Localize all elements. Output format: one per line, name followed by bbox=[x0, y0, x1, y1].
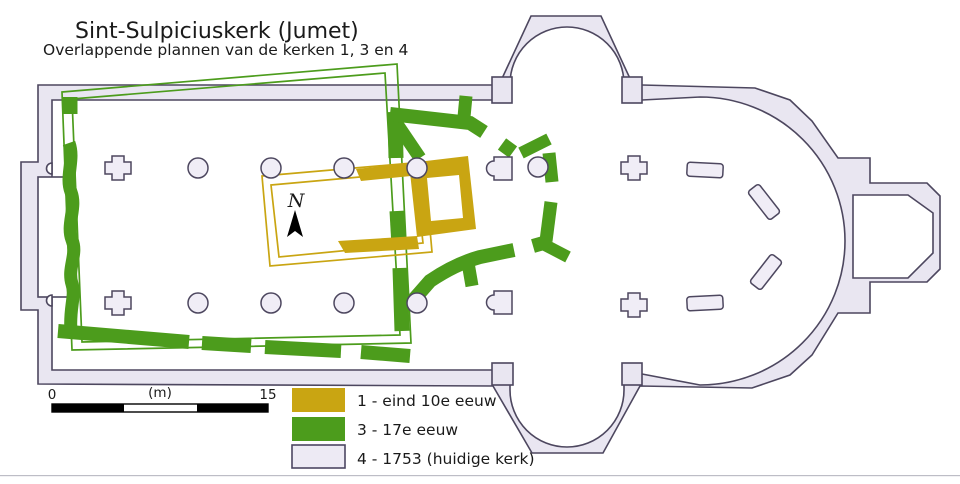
chapel-base-piers bbox=[491, 76, 643, 386]
round-column bbox=[260, 157, 282, 179]
scale-bar-segment bbox=[52, 404, 124, 412]
church3-choir-east-wall-seg bbox=[539, 201, 558, 242]
arch-pier-with-respond bbox=[485, 156, 513, 181]
church3-south-wall-seg bbox=[360, 345, 411, 363]
chapel-pier bbox=[491, 362, 514, 386]
cruciform-pier bbox=[620, 155, 648, 181]
cruciform-pier bbox=[104, 155, 132, 181]
columns-fill bbox=[104, 155, 783, 318]
legend-swatch-church3 bbox=[292, 417, 345, 441]
round-column bbox=[187, 157, 209, 179]
chapel-pier bbox=[621, 362, 643, 386]
church3-west-wall bbox=[62, 140, 81, 332]
church3-choir-south-wall bbox=[403, 243, 516, 310]
church1-south-wall bbox=[338, 236, 419, 253]
legend-label-church3: 3 - 17e eeuw bbox=[357, 421, 458, 439]
church3-ne-buttress bbox=[518, 133, 552, 159]
round-column bbox=[260, 292, 282, 314]
apse-wall-fragment bbox=[749, 253, 783, 291]
scale-bar: 0 (m) 15 bbox=[48, 385, 277, 413]
legend-label-church4: 4 - 1753 (huidige kerk) bbox=[357, 450, 535, 468]
round-column bbox=[406, 157, 428, 179]
church1-north-wall bbox=[356, 163, 411, 181]
church3-south-buttress bbox=[460, 255, 479, 288]
legend: 1 - eind 10e eeuw 3 - 17e eeuw 4 - 1753 … bbox=[291, 388, 535, 469]
chapel-pier bbox=[621, 76, 643, 104]
columns-and-piers bbox=[104, 155, 783, 318]
apse-wall-fragment bbox=[686, 161, 724, 179]
scale-unit-label: (m) bbox=[148, 385, 172, 401]
church3-walls bbox=[57, 95, 571, 363]
church3-south-wall-seg bbox=[264, 340, 342, 358]
apse-wall-fragment bbox=[686, 294, 724, 312]
north-arrow-icon bbox=[287, 210, 303, 237]
scale-start-label: 0 bbox=[48, 387, 57, 403]
chapel-pier bbox=[491, 76, 513, 104]
legend-label-church1: 1 - eind 10e eeuw bbox=[357, 392, 497, 410]
church3-choir-north-wall-seg bbox=[497, 138, 518, 158]
church3-south-wall-seg bbox=[201, 336, 252, 353]
wall-niche-north bbox=[45, 162, 53, 175]
scale-end-label: 15 bbox=[259, 387, 276, 403]
legend-swatch-church4-frame bbox=[291, 444, 346, 469]
sacristy-interior bbox=[852, 194, 934, 279]
round-column bbox=[187, 292, 209, 314]
church3-choir-south-wall-seg bbox=[531, 235, 549, 253]
round-column bbox=[333, 157, 355, 179]
legend-swatch-church4 bbox=[291, 444, 346, 469]
page-title: Sint-Sulpiciuskerk (Jumet) bbox=[75, 19, 359, 44]
round-column bbox=[333, 292, 355, 314]
church1-outline-outer bbox=[261, 161, 433, 267]
church1-chancel-ring bbox=[409, 156, 476, 237]
apse-wall-fragment bbox=[747, 183, 781, 221]
church3-north-buttress bbox=[457, 95, 473, 118]
north-indicator: N bbox=[287, 190, 306, 237]
church3-east-nave-wall-seg bbox=[392, 267, 410, 332]
round-column bbox=[527, 156, 549, 178]
page-subtitle: Overlappende plannen van de kerken 1, 3 … bbox=[43, 41, 408, 59]
wall-niche-south bbox=[45, 294, 53, 307]
scale-bar-segment bbox=[197, 404, 268, 412]
church3-choir-diagonal-wall bbox=[391, 120, 426, 162]
arch-pier-with-respond bbox=[485, 290, 513, 315]
legend-swatch-church1 bbox=[292, 388, 345, 412]
church3-choir-east-wall-seg bbox=[542, 152, 559, 183]
north-label: N bbox=[287, 190, 306, 212]
church1-walls bbox=[338, 156, 476, 253]
cruciform-pier bbox=[620, 292, 648, 318]
round-column bbox=[406, 292, 428, 314]
cruciform-pier bbox=[104, 290, 132, 316]
church3-south-wall-seg bbox=[57, 324, 190, 349]
church3-choir-north-wall bbox=[389, 107, 488, 138]
figure-bottom-frame-line bbox=[0, 475, 960, 477]
